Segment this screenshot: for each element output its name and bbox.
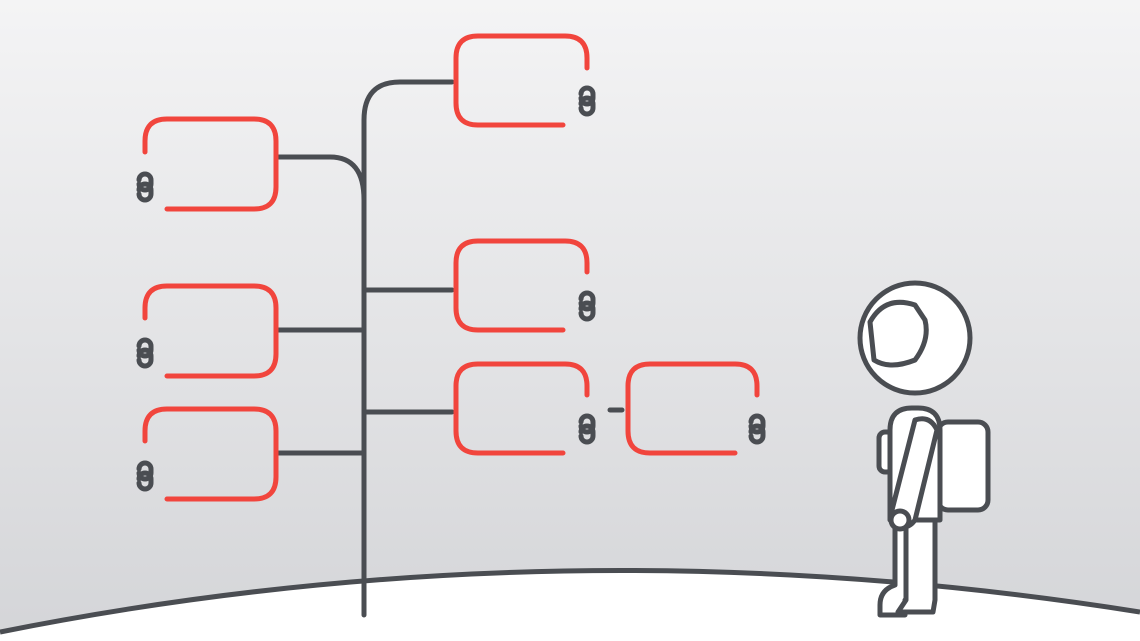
- astronaut-backpack: [935, 419, 991, 513]
- node-box-far-right: [625, 361, 760, 456]
- branch-left-top: [273, 154, 367, 203]
- node-box-left-top: [142, 116, 279, 212]
- node-box-right-middle: [453, 238, 590, 333]
- ground: [0, 570, 1140, 641]
- tree-structure: [273, 79, 625, 618]
- node-box-left-bottom: [142, 406, 279, 502]
- astronaut-figure: [857, 280, 991, 618]
- astronaut-visor: [867, 299, 929, 368]
- node-box-top-right: [453, 33, 590, 128]
- astronaut-hand: [888, 508, 912, 532]
- tree-trunk: [361, 79, 455, 618]
- node-box-left-middle: [142, 283, 279, 379]
- horizon-line: [0, 568, 1140, 635]
- node-box-right-bottom: [453, 361, 590, 456]
